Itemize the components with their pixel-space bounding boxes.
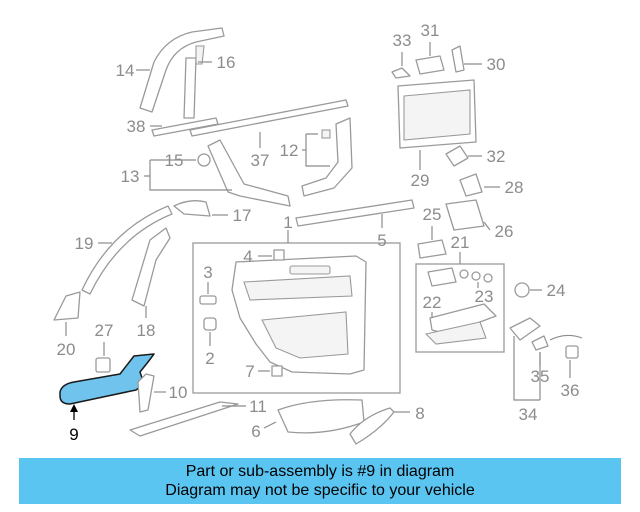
callout-8[interactable]: 8 xyxy=(415,404,424,423)
banner-line-2: Diagram may not be specific to your vehi… xyxy=(165,482,475,499)
callout-16[interactable]: 16 xyxy=(217,53,236,72)
part-2 xyxy=(203,317,217,331)
part-18-pillar xyxy=(131,227,171,307)
part-10 xyxy=(137,373,155,413)
part-13-pillar-trim xyxy=(197,139,291,207)
callout-33[interactable]: 33 xyxy=(393,31,412,50)
leader-26 xyxy=(483,221,491,231)
callout-4[interactable]: 4 xyxy=(243,247,252,266)
callout-18[interactable]: 18 xyxy=(137,321,156,340)
part-5-strip xyxy=(295,199,415,227)
part-14-window-frame xyxy=(139,27,225,119)
callout-37[interactable]: 37 xyxy=(251,151,270,170)
callout-31[interactable]: 31 xyxy=(421,21,440,40)
callout-27[interactable]: 27 xyxy=(95,321,114,340)
part-24 xyxy=(514,282,530,298)
callout-3[interactable]: 3 xyxy=(203,263,212,282)
callout-21[interactable]: 21 xyxy=(451,233,470,252)
part-31 xyxy=(415,55,445,75)
callout-9[interactable]: 9 xyxy=(69,425,78,444)
part-4 xyxy=(273,249,285,261)
leader-13 xyxy=(144,159,232,191)
part-27 xyxy=(95,357,111,373)
callout-32[interactable]: 32 xyxy=(487,147,506,166)
callout-38[interactable]: 38 xyxy=(127,117,146,136)
callout-29[interactable]: 29 xyxy=(411,171,430,190)
callout-22[interactable]: 22 xyxy=(423,293,442,312)
part-37-strip xyxy=(189,99,349,137)
info-banner: Part or sub-assembly is #9 in diagram Di… xyxy=(19,458,621,504)
callout-11[interactable]: 11 xyxy=(249,397,267,416)
part-34-lamp xyxy=(509,317,541,341)
callout-25[interactable]: 25 xyxy=(423,205,442,224)
callout-36[interactable]: 36 xyxy=(561,381,580,400)
part-1-door-panel xyxy=(231,255,367,375)
part-32 xyxy=(445,145,469,167)
part-17 xyxy=(173,200,211,217)
callout-5[interactable]: 5 xyxy=(377,231,386,250)
callout-35[interactable]: 35 xyxy=(531,367,550,386)
part-36-wire xyxy=(549,334,583,341)
part-22-handle xyxy=(424,303,497,345)
leader-6 xyxy=(263,421,277,429)
part-20 xyxy=(53,291,81,321)
callout-13[interactable]: 13 xyxy=(121,167,140,186)
callout-6[interactable]: 6 xyxy=(251,422,260,441)
part-9-highlighted[interactable] xyxy=(59,353,155,405)
part-36 xyxy=(565,345,579,359)
callout-19[interactable]: 19 xyxy=(75,234,94,253)
callout-17[interactable]: 17 xyxy=(233,206,252,225)
callout-24[interactable]: 24 xyxy=(547,281,566,300)
part-12-pillar xyxy=(301,117,353,197)
part-19-trim xyxy=(81,205,173,295)
part-1-group-box xyxy=(192,242,401,394)
callout-2[interactable]: 2 xyxy=(205,349,214,368)
part-6-panel xyxy=(277,399,365,434)
part-7 xyxy=(271,365,283,377)
callout-26[interactable]: 26 xyxy=(495,222,514,241)
callout-20[interactable]: 20 xyxy=(57,340,76,359)
part-35 xyxy=(531,335,549,351)
part-3 xyxy=(199,295,217,305)
callout-7[interactable]: 7 xyxy=(245,362,254,381)
part-33 xyxy=(391,67,411,79)
callout-30[interactable]: 30 xyxy=(487,55,506,74)
callout-23[interactable]: 23 xyxy=(475,287,494,306)
callout-10[interactable]: 10 xyxy=(169,383,188,402)
part-30 xyxy=(451,45,465,73)
callout-1[interactable]: 1 xyxy=(283,213,292,232)
callout-14[interactable]: 14 xyxy=(116,61,135,80)
part-28 xyxy=(459,173,483,197)
callout-15[interactable]: 15 xyxy=(165,151,184,170)
part-29-sunshade xyxy=(397,79,477,149)
part-11-sill xyxy=(129,401,239,437)
leader-9-arrowhead xyxy=(70,404,78,412)
callout-34[interactable]: 34 xyxy=(519,405,538,424)
callout-12[interactable]: 12 xyxy=(280,141,299,160)
callout-28[interactable]: 28 xyxy=(505,178,524,197)
banner-line-1: Part or sub-assembly is #9 in diagram xyxy=(185,463,455,480)
part-26-switch xyxy=(445,199,485,231)
parts-diagram: 14 16 38 37 15 13 12 17 19 18 20 27 9 10… xyxy=(53,21,583,445)
part-25 xyxy=(417,239,447,259)
part-23-switches xyxy=(427,267,493,287)
leader-12 xyxy=(302,133,330,167)
